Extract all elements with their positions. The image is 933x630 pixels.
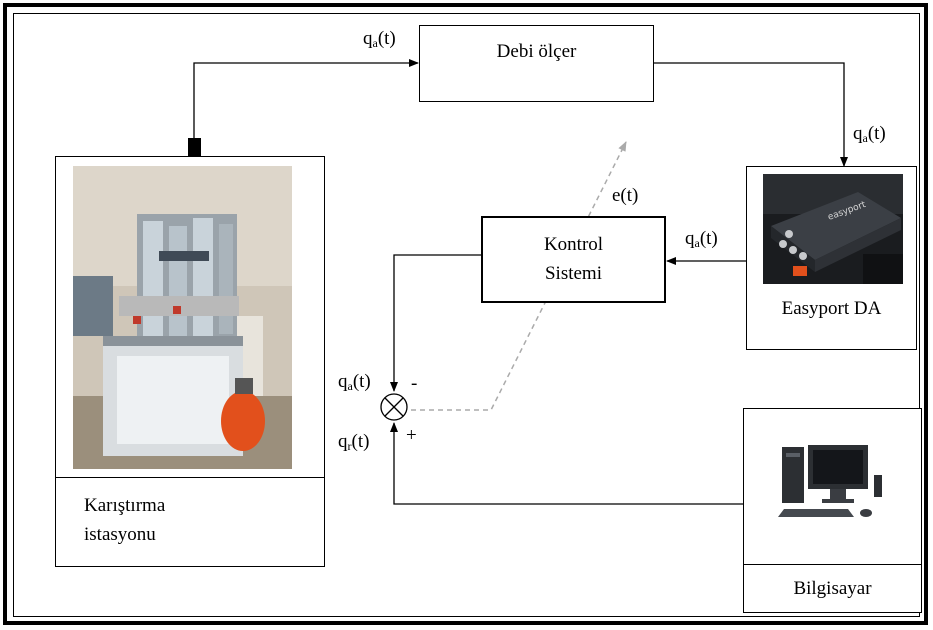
- control-system-block: Kontrol Sistemi: [481, 216, 666, 303]
- signal-qa-easyport-out: qa(t): [685, 228, 718, 250]
- signal-error: e(t): [612, 185, 639, 206]
- control-system-label-line1: Kontrol: [543, 234, 604, 255]
- mixing-station-photo: [73, 166, 292, 469]
- line-computer-to-sum: [390, 422, 743, 505]
- mixing-station-label-line2: istasyonu: [84, 524, 156, 545]
- sensor-block: [188, 138, 201, 156]
- mixing-station-image: [73, 166, 292, 469]
- mixing-station-divider: [56, 477, 324, 478]
- signal-qr-reference: qr(t): [338, 431, 370, 453]
- mixing-station-label-line1: Karıştırma: [84, 495, 166, 516]
- outer-frame: [3, 3, 928, 625]
- signal-plus-sign: +: [406, 425, 417, 446]
- easyport-label: Easyport DA: [781, 298, 882, 319]
- control-system-label-line2: Sistemi: [544, 263, 602, 284]
- flow-meter-label: Debi ölçer: [496, 41, 577, 62]
- computer-image: [778, 439, 893, 524]
- computer-label: Bilgisayar: [793, 578, 872, 599]
- computer-photo: [778, 439, 893, 524]
- easyport-device-image: easyport: [763, 174, 903, 284]
- easyport-device-photo: easyport: [763, 174, 903, 284]
- mixing-station-block: Karıştırma istasyonu: [55, 156, 325, 567]
- computer-block: Bilgisayar: [743, 408, 922, 613]
- line-flowmeter-to-easyport: [654, 62, 848, 167]
- signal-minus-sign: -: [411, 373, 418, 394]
- summing-junction: [380, 393, 408, 421]
- line-station-to-flowmeter: [193, 59, 419, 140]
- signal-qa-flowmeter-in: qa(t): [363, 28, 396, 50]
- signal-qa-flowmeter-out: qa(t): [853, 123, 886, 145]
- computer-divider: [744, 564, 921, 565]
- inner-frame: [13, 13, 920, 617]
- easyport-block: easyport Easyport DA: [746, 166, 917, 350]
- signal-qa-feedback: qa(t): [338, 371, 371, 393]
- flow-meter-block: Debi ölçer: [419, 25, 654, 102]
- line-control-to-sum: [390, 254, 481, 392]
